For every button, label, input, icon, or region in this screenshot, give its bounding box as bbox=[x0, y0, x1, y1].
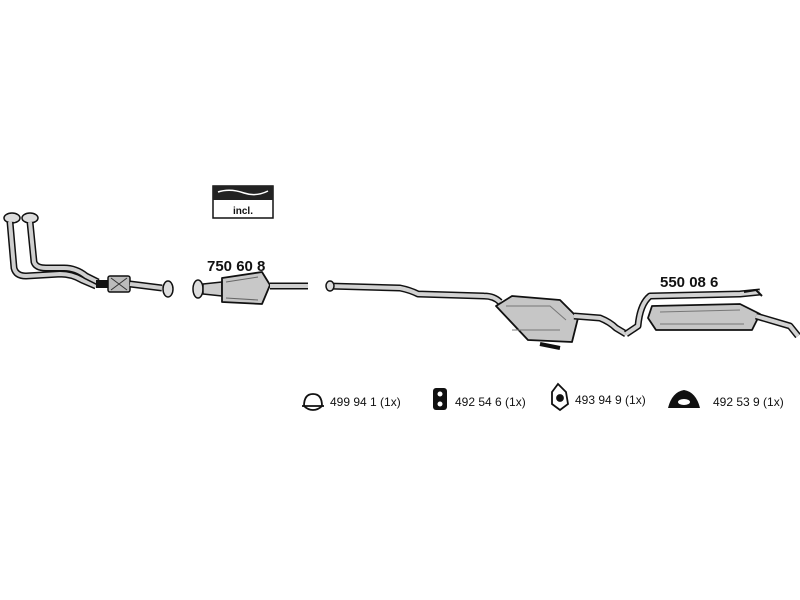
rear-silencer-part-number: 550 08 6 bbox=[660, 274, 718, 291]
rear-silencer-body bbox=[647, 303, 761, 331]
front-pipe-outlet-flange bbox=[162, 280, 174, 298]
accessory-rubber-buffer[interactable]: 492 53 9 (1x) bbox=[668, 390, 784, 409]
rubber-ring-icon bbox=[302, 393, 324, 411]
accessory-rubber-ring[interactable]: 499 94 1 (1x) bbox=[302, 393, 401, 411]
accessory-label: 499 94 1 (1x) bbox=[330, 395, 401, 409]
accessory-mounting-bracket[interactable]: 493 94 9 (1x) bbox=[551, 382, 646, 412]
rubber-hanger-icon bbox=[433, 388, 447, 410]
front-pipe-flange-right bbox=[21, 212, 39, 224]
rear-silencer[interactable] bbox=[624, 288, 800, 339]
incl-label: incl. bbox=[233, 206, 253, 217]
middle-silencer-body bbox=[495, 295, 579, 343]
catalytic-converter-part-number: 750 60 8 bbox=[207, 258, 265, 275]
accessory-label: 492 53 9 (1x) bbox=[713, 395, 784, 409]
accessory-label: 493 94 9 (1x) bbox=[575, 393, 646, 407]
front-pipe[interactable] bbox=[3, 212, 174, 298]
accessory-rubber-hanger[interactable]: 492 54 6 (1x) bbox=[433, 388, 526, 410]
incl-badge: incl. bbox=[212, 185, 274, 219]
accessory-label: 492 54 6 (1x) bbox=[455, 395, 526, 409]
rubber-buffer-icon bbox=[668, 390, 700, 408]
middle-pipe-with-silencer[interactable] bbox=[325, 280, 628, 350]
catalytic-converter[interactable] bbox=[192, 271, 308, 305]
mounting-bracket-icon bbox=[551, 382, 569, 412]
front-pipe-flange-left bbox=[3, 212, 21, 224]
